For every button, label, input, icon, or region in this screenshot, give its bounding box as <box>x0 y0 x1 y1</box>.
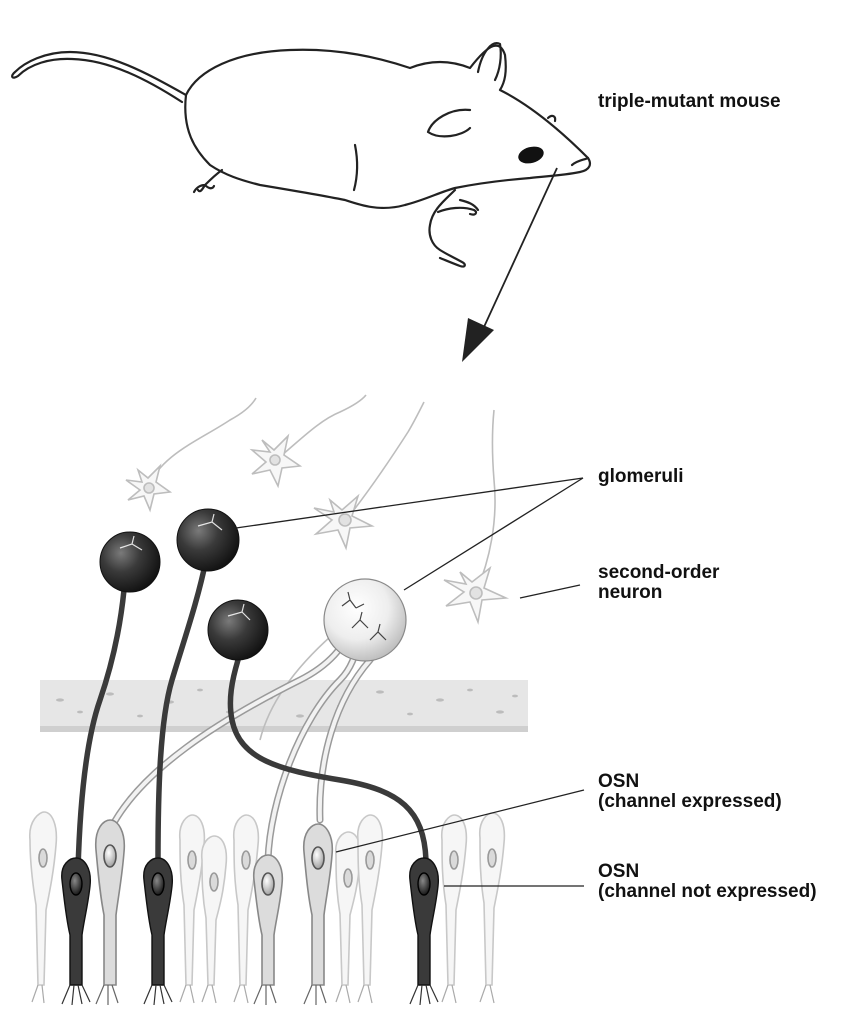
label-osn-channel-expressed: OSN (channel expressed) <box>598 772 782 812</box>
dark-glomerulus <box>100 532 160 592</box>
mouse-body <box>185 46 590 208</box>
label-osn-not-expressed-line2: (channel not expressed) <box>598 882 817 902</box>
label-osn-not-expressed-line1: OSN <box>598 862 817 882</box>
label-osn-expressed-line2: (channel expressed) <box>598 792 782 812</box>
label-second-order-line2: neuron <box>598 583 719 603</box>
mouse-tail <box>12 52 186 102</box>
glomeruli-leader-1 <box>236 478 583 528</box>
mouse-front-leg <box>429 190 464 267</box>
label-osn-channel-not-expressed: OSN (channel not expressed) <box>598 862 817 902</box>
mouse-illustration <box>12 43 590 266</box>
glomeruli-leader-2 <box>404 478 583 590</box>
dark-glomerulus <box>208 600 268 660</box>
label-glomeruli: glomeruli <box>598 467 684 487</box>
glomeruli <box>100 509 406 661</box>
mouse-eye <box>516 144 545 166</box>
mouse-rear-leg <box>194 170 222 192</box>
second-order-leader <box>520 585 580 598</box>
label-triple-mutant-mouse: triple-mutant mouse <box>598 92 781 112</box>
dark-glomerulus <box>177 509 239 571</box>
label-second-order-neuron: second-order neuron <box>598 563 719 603</box>
light-glomerulus <box>324 579 406 661</box>
cilia <box>32 985 494 1005</box>
zoom-arrow <box>462 168 557 362</box>
label-second-order-line1: second-order <box>598 563 719 583</box>
label-osn-expressed-line1: OSN <box>598 772 782 792</box>
